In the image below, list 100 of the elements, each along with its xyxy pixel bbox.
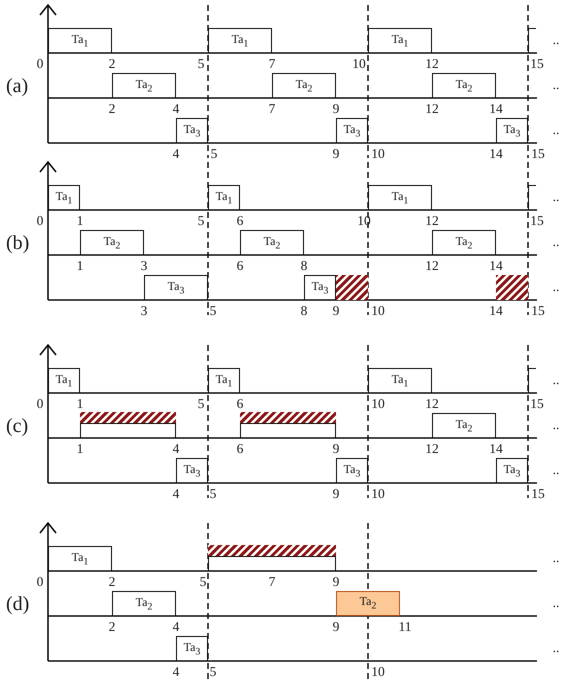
time-tick-label: 4: [172, 442, 180, 456]
time-tick-label: 1: [76, 397, 84, 410]
time-tick-label: 9: [332, 487, 340, 500]
time-tick-label: 15: [530, 397, 544, 410]
task-box: [336, 118, 368, 143]
task-label: Ta$_{3}$: [504, 122, 520, 140]
hatched-bar: [496, 275, 528, 300]
time-tick-label: 7: [268, 57, 276, 70]
time-tick-label: 5: [198, 397, 204, 410]
task-label: Ta$_{3}$: [344, 462, 360, 480]
task-box: [432, 413, 496, 438]
time-tick-label: 11: [398, 620, 412, 634]
task-box: [496, 118, 528, 143]
time-tick-label: 10: [371, 487, 385, 500]
time-tick-label: 3: [140, 259, 148, 272]
task-label: Ta$_{3}$: [184, 462, 200, 480]
time-tick-label: 3: [140, 304, 148, 318]
task-label: Ta$_{3}$: [184, 640, 200, 658]
empty-task-box: [208, 556, 336, 571]
task-box: [368, 28, 432, 53]
time-tick-label: 5: [198, 57, 204, 70]
time-tick-label: 9: [332, 304, 340, 318]
task-box: [432, 73, 496, 98]
task-label: Ta$_{2}$: [456, 234, 472, 252]
time-tick-label: 5: [198, 214, 204, 228]
task-label: Ta$_{1}$: [392, 32, 408, 50]
panel-label: (d): [6, 594, 30, 614]
time-tick-label: 5: [210, 147, 218, 160]
hatched-bar: [336, 275, 368, 300]
task-box: [272, 73, 336, 98]
task-label: Ta$_{1}$: [392, 190, 408, 206]
hatched-bar: [240, 412, 336, 423]
time-tick-label: 6: [236, 214, 244, 228]
task-label: Ta$_{2}$: [296, 78, 312, 94]
time-tick-label: 1: [76, 259, 84, 272]
time-tick-label: 12: [425, 102, 439, 116]
time-tick-label: 5: [210, 304, 216, 318]
continuation-dots: ..: [552, 280, 560, 294]
time-tick-label: 2: [108, 57, 116, 70]
task-box: [48, 28, 112, 53]
continuation-dots: ..: [552, 463, 560, 476]
time-tick-label: 10: [357, 214, 371, 228]
time-tick-label: 12: [425, 214, 439, 228]
continuation-dots: ..: [552, 235, 560, 248]
task-box: [48, 546, 112, 571]
continuation-dots: ..: [552, 641, 560, 654]
time-tick-label: 12: [425, 442, 439, 456]
task-label: Ta$_{2}$: [360, 595, 376, 612]
continuation-dots: ..: [552, 123, 560, 136]
time-tick-label: 10: [352, 57, 366, 70]
time-tick-label: 15: [531, 304, 545, 318]
time-tick-label: 1: [76, 442, 84, 456]
task-label: Ta$_{3}$: [504, 462, 520, 480]
task-box: [368, 368, 432, 393]
task-label: Ta$_{1}$: [56, 190, 72, 206]
empty-task-box: [80, 423, 176, 438]
hatched-bar: [208, 545, 336, 556]
time-tick-label: 9: [332, 102, 340, 116]
task-box: [112, 73, 176, 98]
time-tick-label: 10: [371, 147, 385, 160]
task-box: [496, 458, 528, 483]
time-tick-label: 10: [371, 304, 385, 318]
task-box: [80, 230, 144, 255]
time-tick-label: 5: [210, 665, 216, 678]
hatched-bar: [80, 412, 176, 423]
time-tick-label: 14: [489, 259, 503, 272]
continuation-dots: ..: [552, 418, 560, 432]
task-label: Ta$_{1}$: [216, 372, 232, 390]
time-tick-label: 2: [108, 575, 116, 588]
panel-label: (b): [6, 233, 30, 253]
task-box: [208, 368, 240, 393]
task-box: [48, 185, 80, 210]
task-label: Ta$_{1}$: [72, 550, 88, 568]
time-tick-label: 9: [332, 620, 340, 634]
time-tick-label: 15: [530, 57, 544, 70]
time-tick-label: 12: [425, 259, 439, 272]
time-tick-label: 9: [332, 575, 340, 588]
time-tick-label: 2: [108, 620, 116, 634]
time-tick-label: 9: [332, 442, 340, 456]
time-tick-label: 10: [371, 397, 385, 410]
task-label: Ta$_{3}$: [168, 280, 184, 296]
task-box: [176, 636, 208, 661]
time-tick-label: 0: [36, 57, 44, 70]
task-label: Ta$_{1}$: [216, 190, 232, 206]
task-box: [336, 458, 368, 483]
time-tick-label: 6: [236, 259, 244, 272]
time-tick-label: 15: [531, 487, 545, 500]
time-tick-label: 15: [531, 147, 545, 160]
panel-label: (c): [6, 416, 28, 436]
time-tick-label: 8: [300, 259, 308, 272]
time-tick-label: 5: [210, 487, 216, 500]
task-label: Ta$_{1}$: [232, 32, 248, 50]
task-label: Ta$_{3}$: [184, 122, 200, 140]
task-label: Ta$_{2}$: [104, 234, 120, 252]
task-box: [144, 275, 208, 300]
time-tick-label: 7: [268, 102, 276, 116]
continuation-dots: ..: [552, 78, 560, 92]
time-tick-label: 6: [236, 397, 244, 410]
task-box: [208, 28, 272, 53]
time-tick-label: 14: [489, 102, 503, 116]
